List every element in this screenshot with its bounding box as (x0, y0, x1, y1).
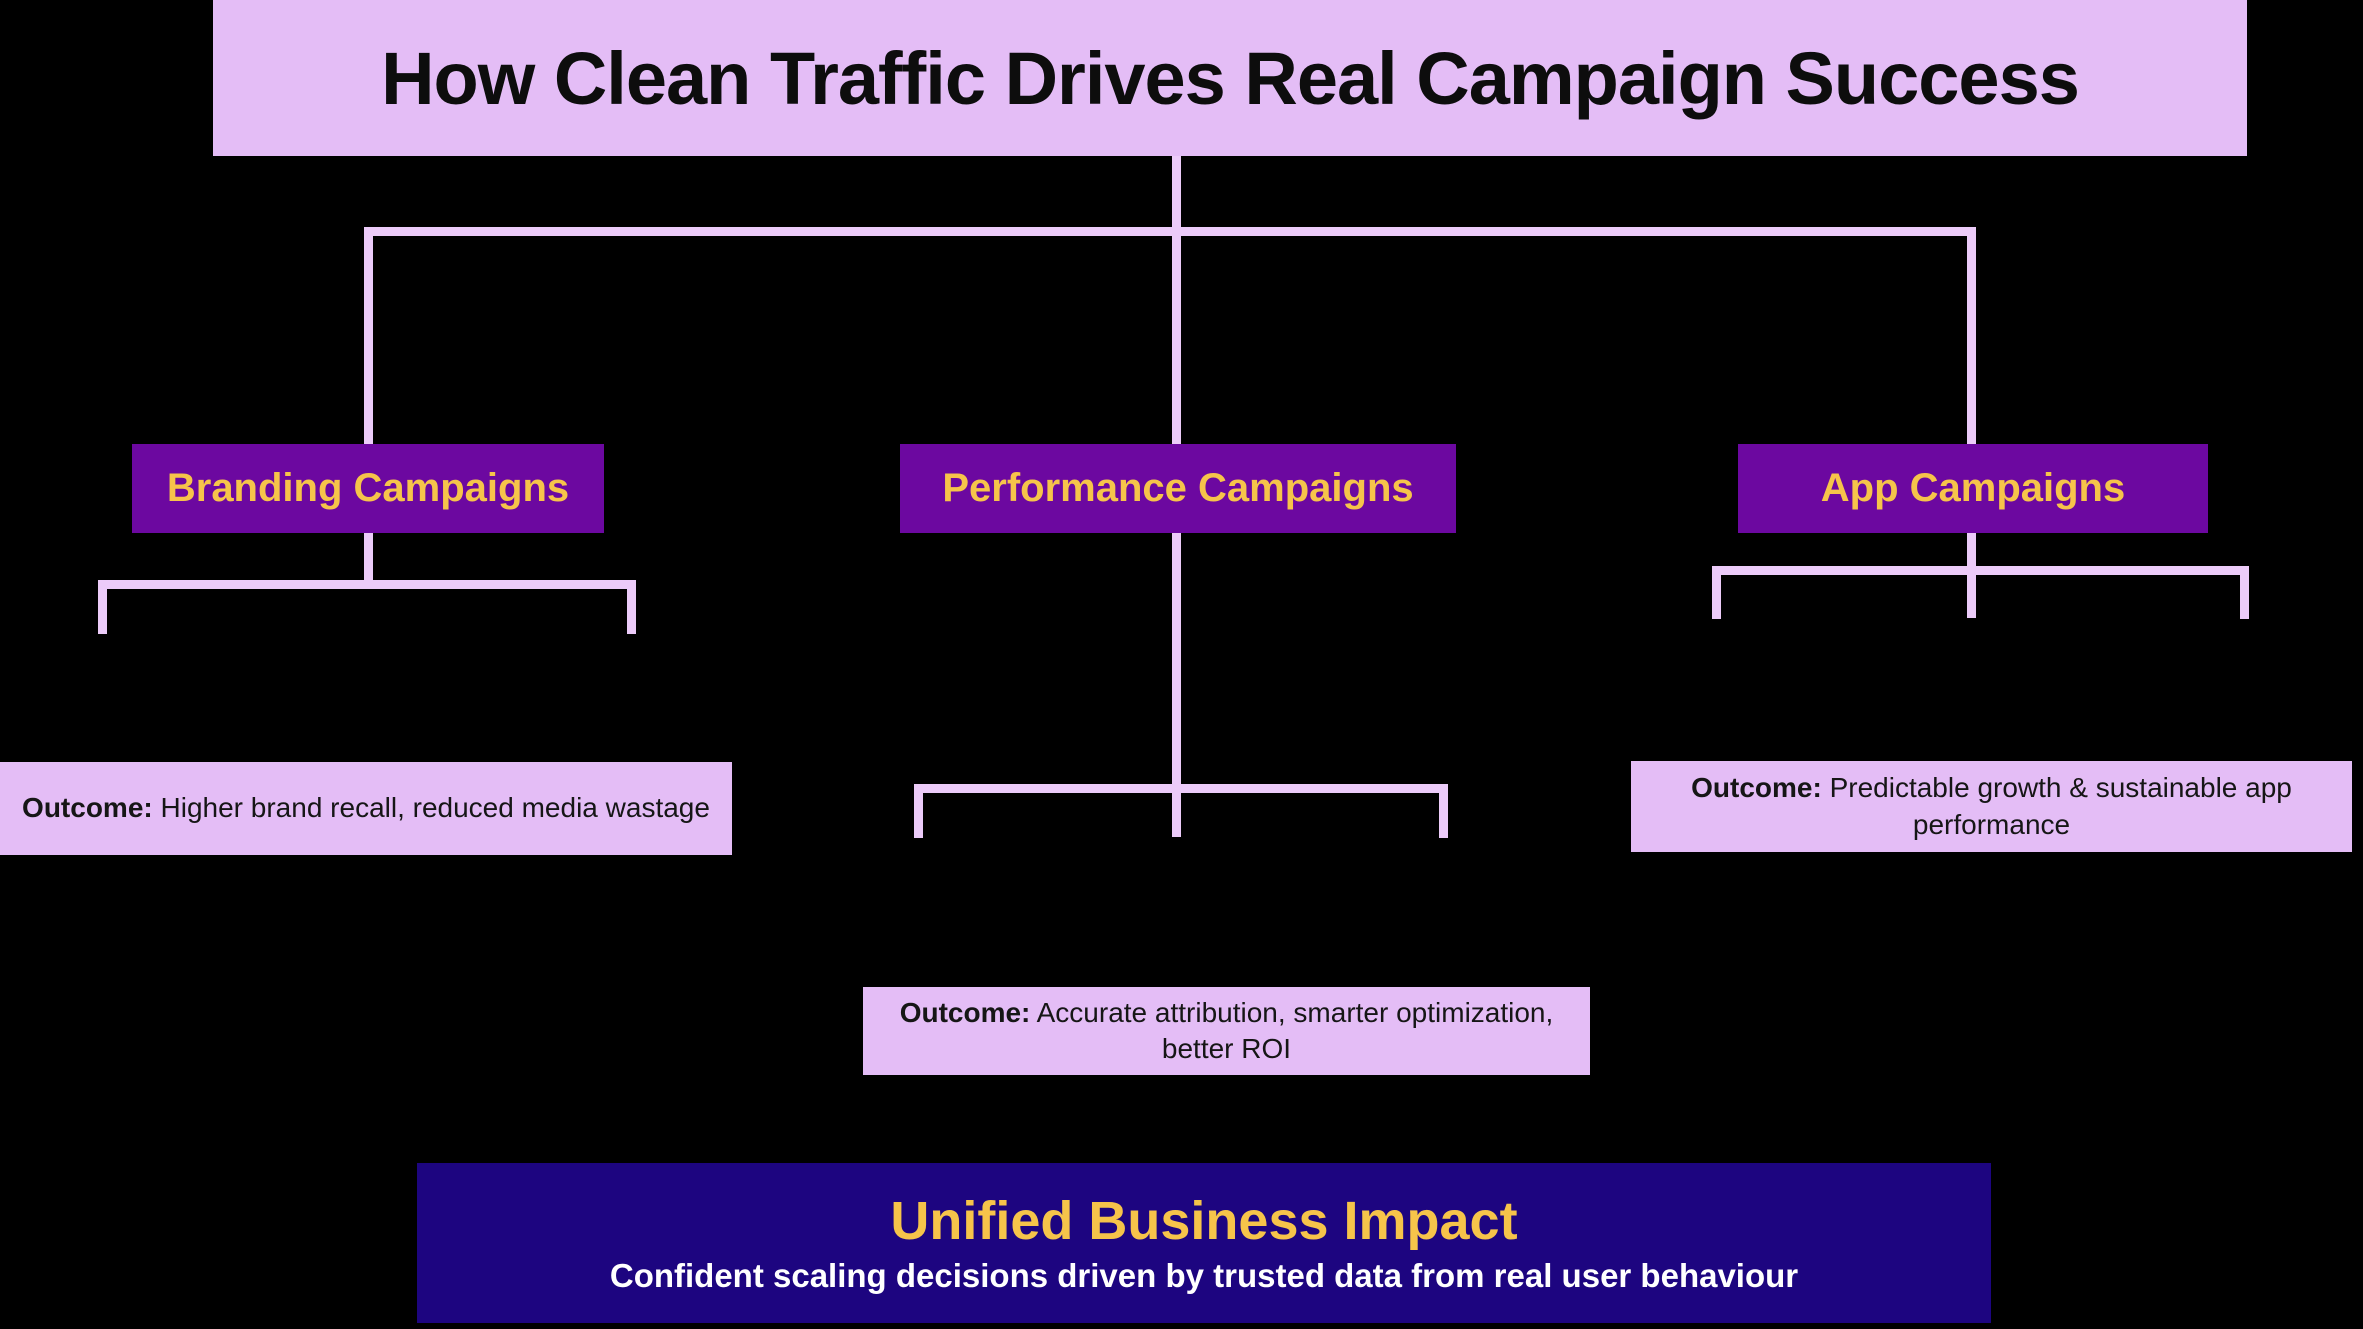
bracket-branding-horizontal (98, 580, 636, 589)
bracket-branding-tick-left (98, 580, 107, 634)
footer-title: Unified Business Impact (890, 1191, 1518, 1252)
outcome-performance: Outcome: Accurate attribution, smarter o… (863, 987, 1590, 1075)
outcome-performance-text: Outcome: Accurate attribution, smarter o… (899, 996, 1554, 1064)
bracket-app-horizontal (1712, 566, 2249, 575)
outcome-performance-label: Outcome: (899, 996, 1031, 1028)
connector-app-drop (1967, 227, 1976, 444)
node-branding-label: Branding Campaigns (166, 466, 570, 510)
bracket-performance-tick-left (914, 784, 923, 838)
bracket-performance-stem (1172, 533, 1181, 837)
outcome-app-label: Outcome: (1691, 772, 1822, 804)
outcome-app-text: Outcome: Predictable growth & sustainabl… (1691, 772, 2292, 840)
outcome-branding-label: Outcome: (22, 792, 153, 824)
connector-branch-horizontal (364, 227, 1976, 236)
node-performance-campaigns: Performance Campaigns (900, 444, 1456, 533)
bracket-app-stem (1967, 533, 1976, 618)
page-title: How Clean Traffic Drives Real Campaign S… (381, 36, 2080, 120)
node-performance-label: Performance Campaigns (942, 466, 1414, 510)
bracket-performance-tick-right (1439, 784, 1448, 838)
node-app-campaigns: App Campaigns (1738, 444, 2208, 533)
footer-banner: Unified Business Impact Confident scalin… (417, 1163, 1991, 1323)
outcome-app: Outcome: Predictable growth & sustainabl… (1631, 761, 2352, 852)
outcome-branding-text: Outcome: Higher brand recall, reduced me… (22, 792, 710, 824)
outcome-branding: Outcome: Higher brand recall, reduced me… (0, 762, 732, 855)
bracket-app-tick-right (2240, 566, 2249, 619)
bracket-branding-tick-right (627, 580, 636, 634)
title-banner: How Clean Traffic Drives Real Campaign S… (213, 0, 2247, 156)
bracket-performance-horizontal (914, 784, 1448, 793)
connector-branding-drop (364, 227, 373, 444)
footer-subtitle: Confident scaling decisions driven by tr… (609, 1256, 1799, 1294)
node-branding-campaigns: Branding Campaigns (132, 444, 604, 533)
connector-title-stem (1172, 156, 1181, 444)
node-app-label: App Campaigns (1820, 466, 2126, 510)
bracket-app-tick-left (1712, 566, 1721, 619)
bracket-branding-stem (364, 533, 373, 582)
